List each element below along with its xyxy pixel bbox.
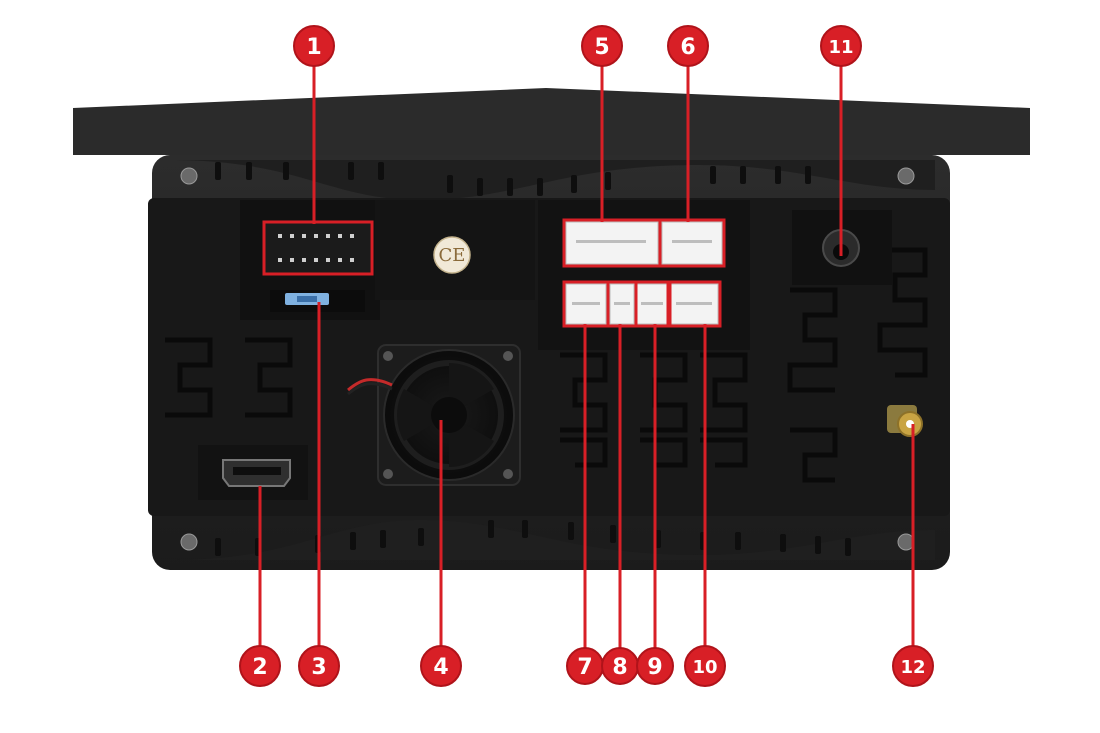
screw-icons xyxy=(180,167,915,551)
radio-antenna-port-icon xyxy=(887,405,923,437)
svg-text:7: 7 xyxy=(577,655,592,680)
callout-7: 7 xyxy=(566,647,604,685)
callout-10: 10 xyxy=(684,645,726,687)
highlight-boxes xyxy=(262,218,726,328)
svg-text:12: 12 xyxy=(900,657,925,678)
callout-4: 4 xyxy=(420,645,462,687)
cooling-fan-icon xyxy=(347,344,521,486)
front-bezel xyxy=(73,88,1030,155)
svg-text:6: 6 xyxy=(680,35,695,60)
svg-text:5: 5 xyxy=(594,35,609,60)
callout-9: 9 xyxy=(636,647,674,685)
chassis-top-band xyxy=(170,160,935,200)
ce-mark-icon: CE xyxy=(433,236,471,274)
svg-text:10: 10 xyxy=(692,657,717,678)
callout-5: 5 xyxy=(581,25,623,67)
callout-12: 12 xyxy=(892,645,934,687)
svg-text:1: 1 xyxy=(306,35,321,60)
bottom-vents xyxy=(215,520,851,556)
leader-lines xyxy=(258,64,915,648)
svg-text:3: 3 xyxy=(311,655,326,680)
callout-11: 11 xyxy=(820,25,862,67)
callout-3: 3 xyxy=(298,645,340,687)
hdmi-port-icon xyxy=(222,459,291,487)
svg-text:CE: CE xyxy=(439,245,466,266)
svg-text:9: 9 xyxy=(647,655,662,680)
svg-text:8: 8 xyxy=(612,655,627,680)
callout-8: 8 xyxy=(601,647,639,685)
svg-text:11: 11 xyxy=(828,37,853,58)
callout-1: 1 xyxy=(293,25,335,67)
callout-2: 2 xyxy=(239,645,281,687)
callout-6: 6 xyxy=(667,25,709,67)
iso-connector-icon xyxy=(265,222,370,274)
connector-pins xyxy=(572,240,712,305)
top-vents xyxy=(215,162,811,196)
chassis-bottom-band xyxy=(170,520,935,560)
svg-text:4: 4 xyxy=(433,655,448,680)
svg-text:2: 2 xyxy=(252,655,267,680)
